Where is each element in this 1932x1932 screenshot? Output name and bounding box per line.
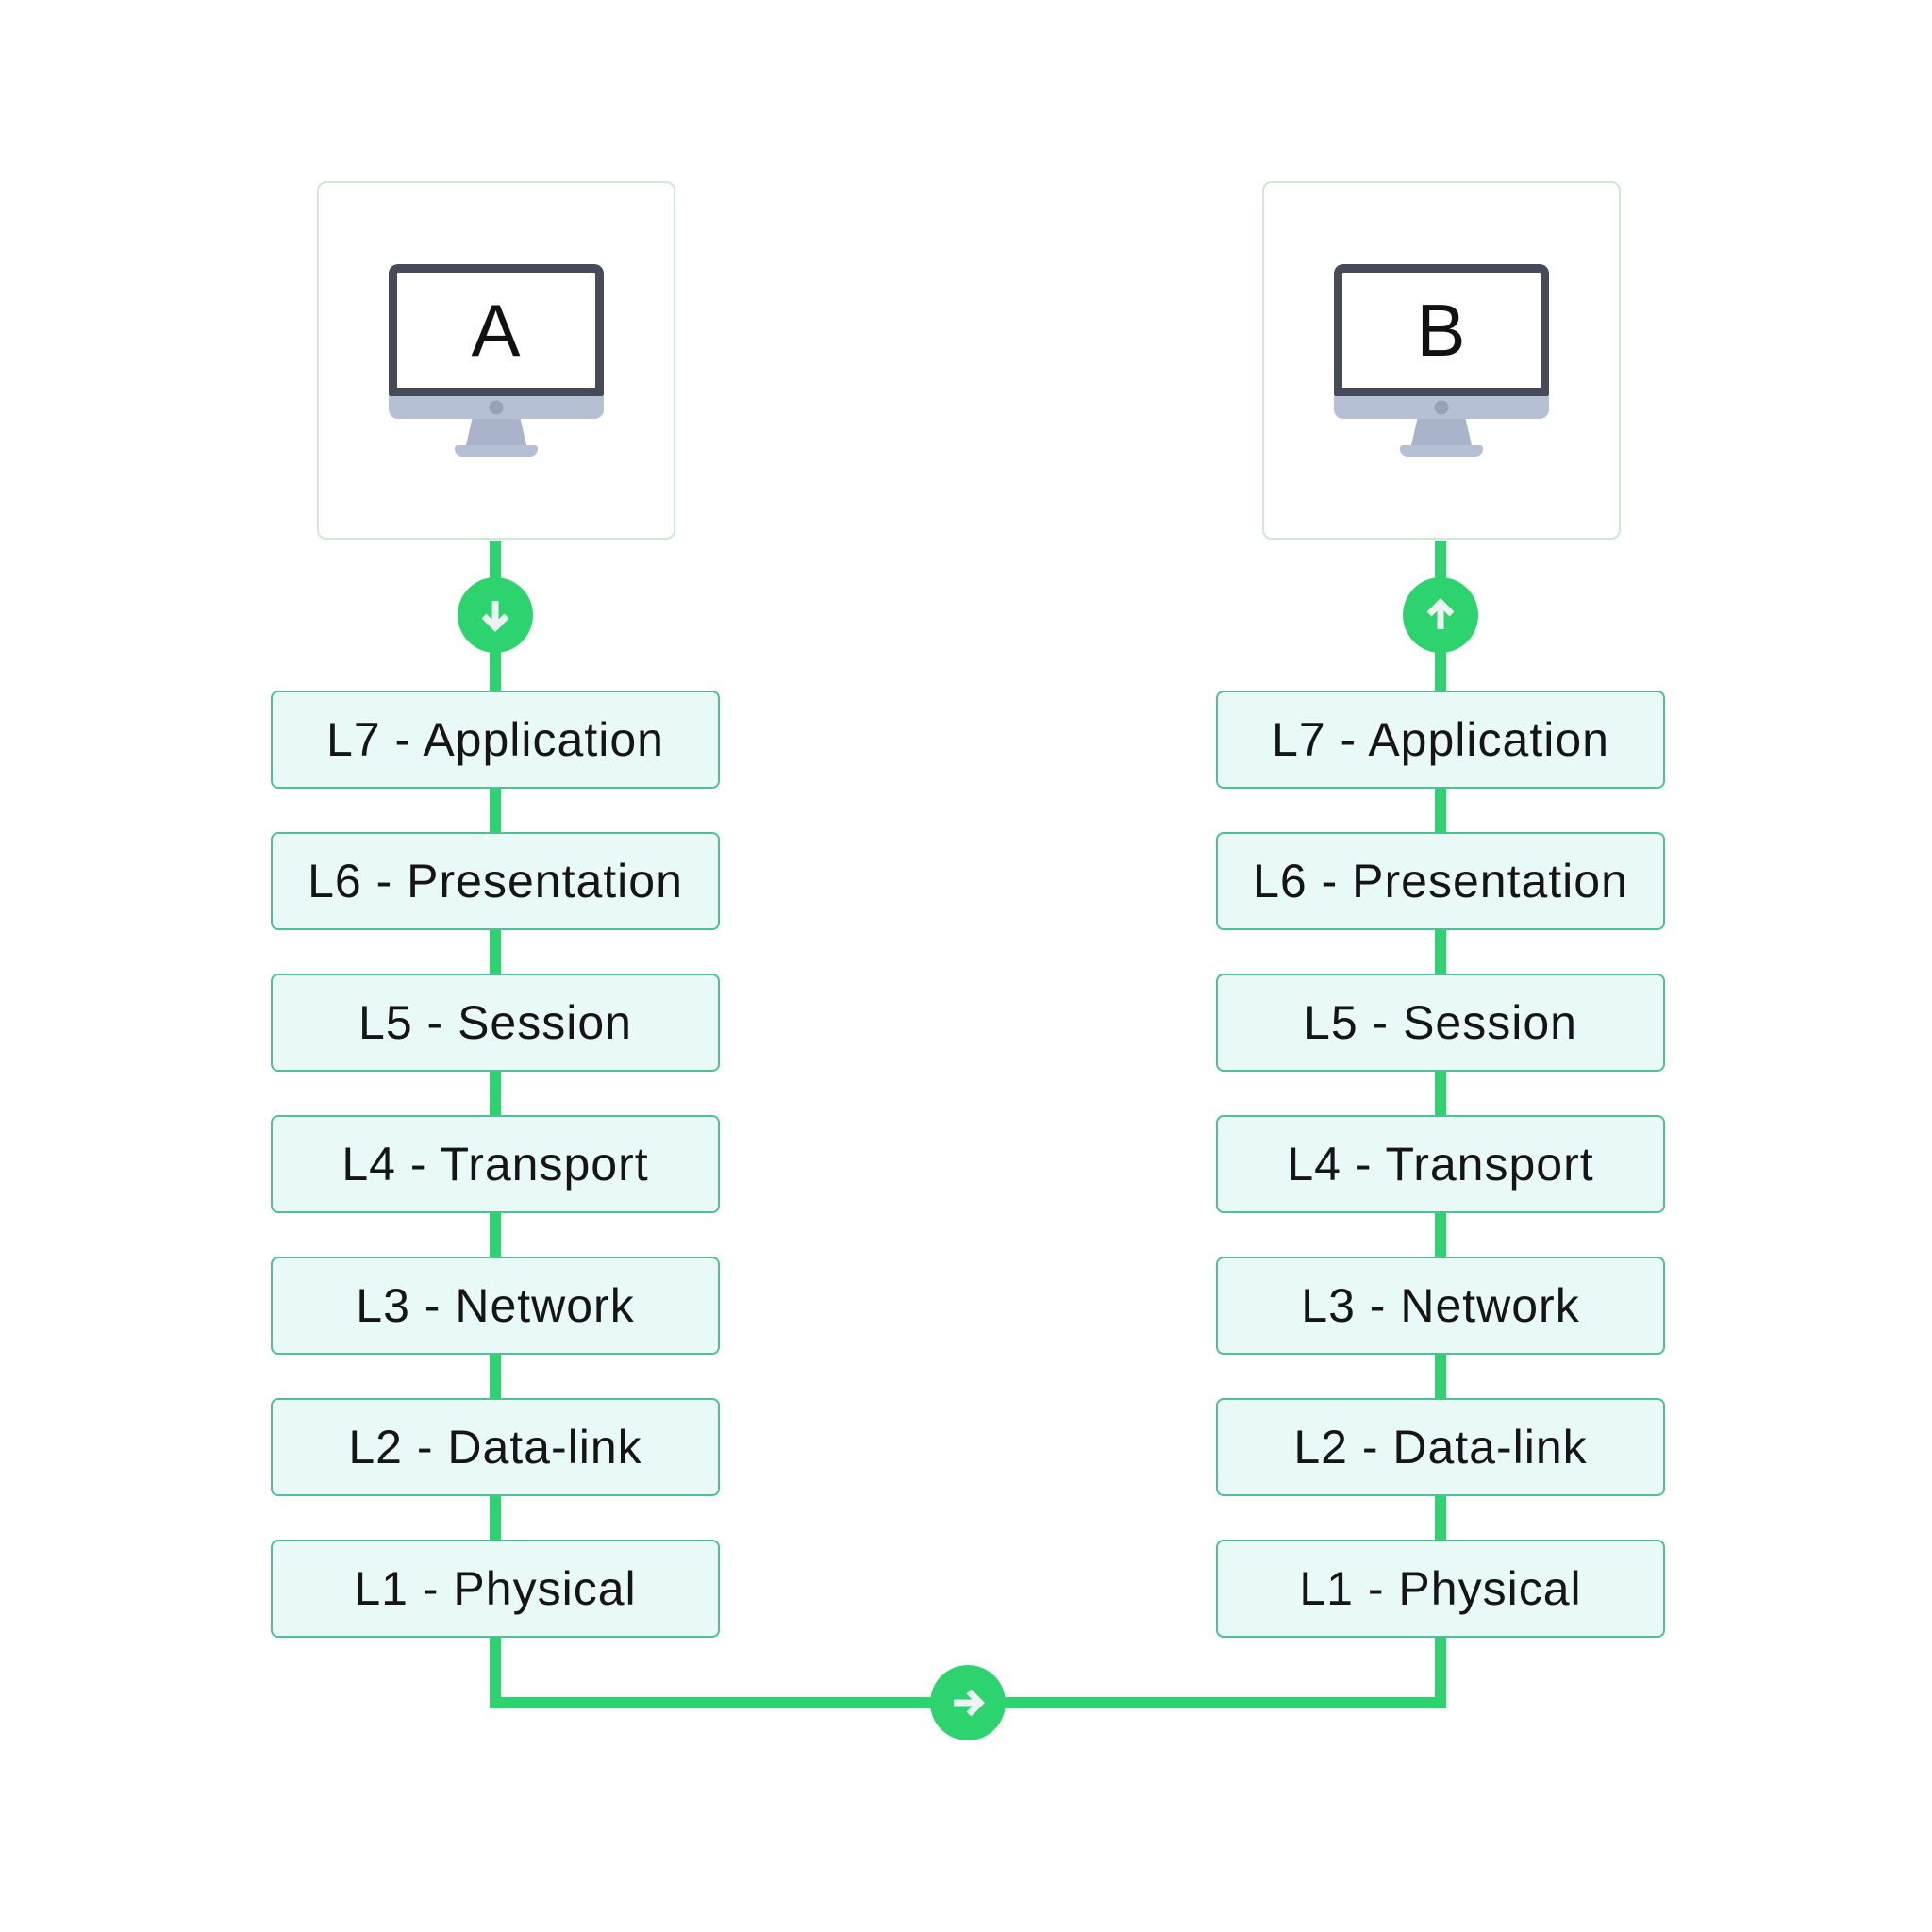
monitor-chin: [389, 396, 604, 419]
monitor-chin: [1334, 396, 1549, 419]
layer-l5-session: L5 - Session: [1216, 974, 1665, 1072]
layer-l2-data-link: L2 - Data-link: [1216, 1398, 1665, 1496]
layer-l1-physical: L1 - Physical: [271, 1540, 720, 1638]
monitor-base: [455, 445, 538, 457]
layer-l4-transport: L4 - Transport: [271, 1115, 720, 1213]
layer-l2-data-link: L2 - Data-link: [271, 1398, 720, 1496]
arrow-up-icon: [1420, 594, 1461, 636]
layer-l6-presentation: L6 - Presentation: [1216, 832, 1665, 930]
computer-b-box: B: [1262, 181, 1621, 540]
arrow-up-badge: [1403, 577, 1478, 653]
monitor-stand: [466, 419, 526, 445]
monitor-screen: B: [1334, 264, 1549, 396]
layer-l5-session: L5 - Session: [271, 974, 720, 1072]
arrow-down-icon: [475, 594, 516, 636]
monitor-stand: [1411, 419, 1472, 445]
layer-l7-application: L7 - Application: [271, 691, 720, 789]
layer-l3-network: L3 - Network: [271, 1257, 720, 1355]
layer-l6-presentation: L6 - Presentation: [271, 832, 720, 930]
monitor-icon: A: [389, 264, 604, 457]
computer-a-box: A: [317, 181, 675, 540]
monitor-base: [1400, 445, 1483, 457]
monitor-icon: B: [1334, 264, 1549, 457]
layer-l7-application: L7 - Application: [1216, 691, 1665, 789]
osi-stack-b: L7 - Application L6 - Presentation L5 - …: [1216, 691, 1665, 1638]
layer-l3-network: L3 - Network: [1216, 1257, 1665, 1355]
arrow-right-icon: [947, 1682, 989, 1724]
layer-l1-physical: L1 - Physical: [1216, 1540, 1665, 1638]
osi-stack-a: L7 - Application L6 - Presentation L5 - …: [271, 691, 720, 1638]
arrow-right-badge: [930, 1665, 1006, 1740]
arrow-down-badge: [458, 577, 533, 653]
computer-a-label: A: [471, 289, 522, 372]
layer-l4-transport: L4 - Transport: [1216, 1115, 1665, 1213]
computer-b-label: B: [1416, 289, 1467, 372]
monitor-screen: A: [389, 264, 604, 396]
